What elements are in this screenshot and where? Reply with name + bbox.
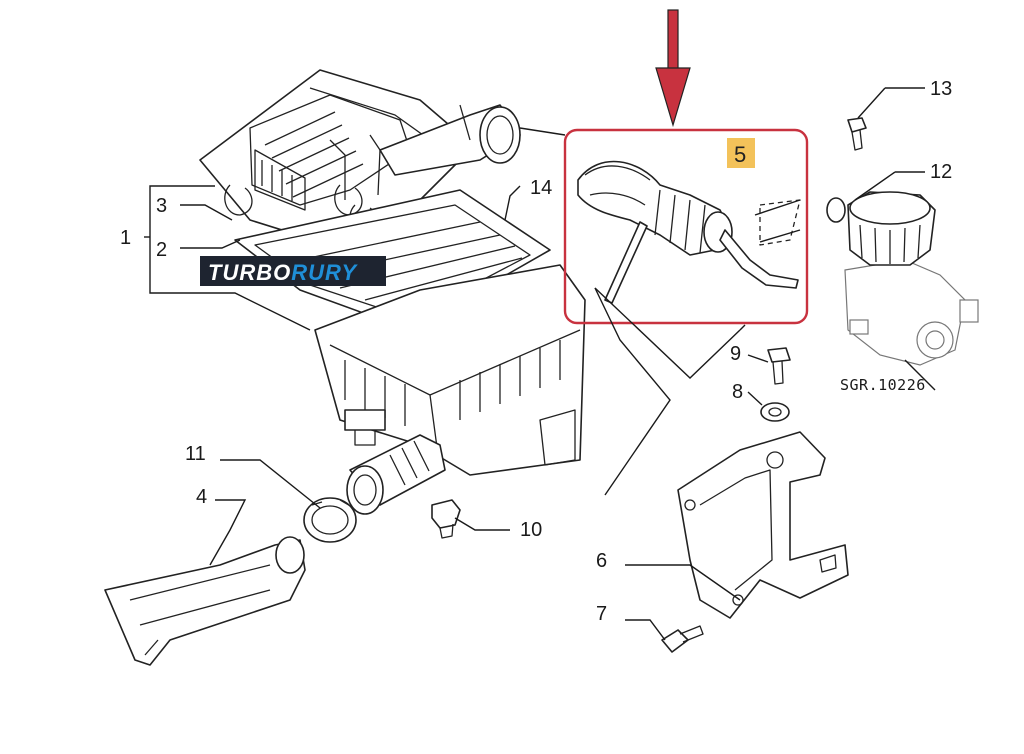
callout-12: 12	[930, 161, 952, 183]
pointer-arrow	[655, 9, 691, 128]
box-outlet-hose	[346, 434, 446, 515]
bolt-part-7	[661, 625, 704, 653]
callout-6: 6	[596, 550, 607, 572]
intake-duct-part	[104, 536, 306, 666]
callout-5: 5	[734, 142, 746, 167]
washer-part-8	[760, 402, 790, 422]
cover-intake-snorkel	[379, 104, 521, 176]
svg-text:TURBORURY: TURBORURY	[208, 260, 358, 285]
breather-valve-part	[826, 191, 936, 266]
watermark-banner: TURBORURY	[200, 256, 386, 286]
hose-clamp-part	[303, 497, 357, 543]
breather-hose-part	[577, 160, 799, 304]
callout-14: 14	[530, 177, 552, 199]
leader-lines	[144, 87, 936, 641]
callout-8: 8	[732, 381, 743, 403]
reference-code: SGR.10226	[840, 376, 926, 394]
callout-13: 13	[930, 78, 952, 100]
bracket-part-6	[677, 431, 849, 619]
highlight-frame	[563, 128, 809, 325]
callout-11: 11	[185, 443, 206, 465]
callout-1: 1	[120, 227, 131, 249]
watermark-text-1: TURBO	[208, 260, 291, 285]
callout-7: 7	[596, 603, 607, 625]
callout-9: 9	[730, 343, 741, 365]
oil-separator-assembly	[759, 199, 979, 366]
watermark-text-2: RURY	[291, 260, 358, 285]
callout-2: 2	[156, 239, 167, 261]
callout-badge-5	[727, 138, 755, 168]
callout-10: 10	[520, 519, 542, 541]
air-filter-box	[314, 264, 586, 476]
callout-3: 3	[156, 195, 167, 217]
bolt-part-13	[847, 117, 867, 151]
bolt-part-9	[767, 347, 791, 385]
callout-4: 4	[196, 486, 207, 508]
drain-plug-part	[431, 499, 461, 539]
